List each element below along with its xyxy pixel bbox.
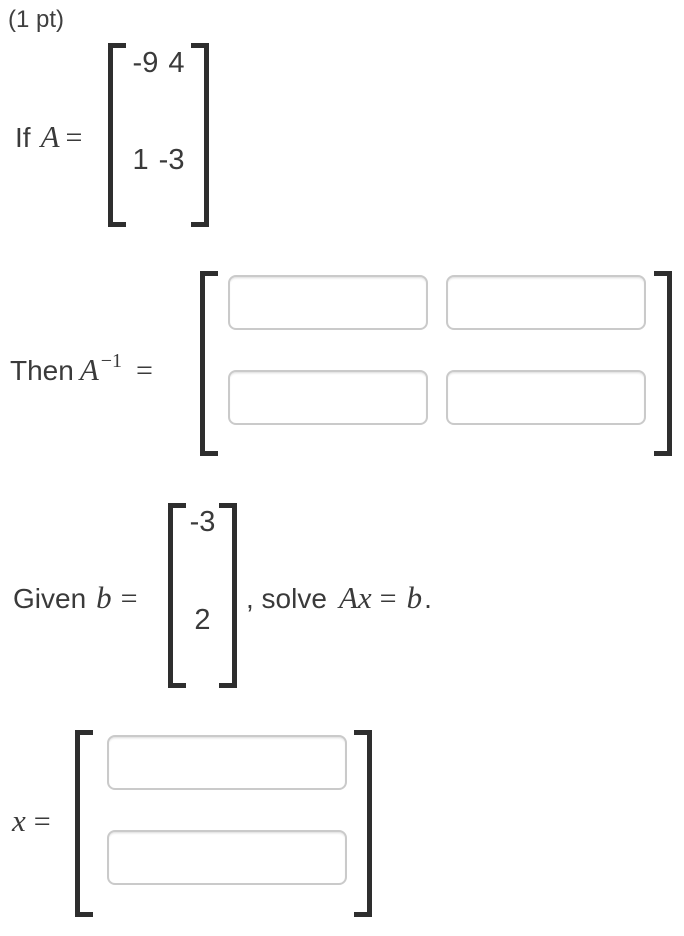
left-bracket-icon bbox=[108, 43, 126, 227]
given-b-line: Given b = bbox=[13, 580, 138, 616]
matrix-a-row-2: 1 -3 bbox=[126, 146, 191, 175]
if-a-line: If A = bbox=[15, 119, 82, 155]
vector-b-matrix: -3 2 bbox=[168, 503, 237, 688]
matrix-a-cell-r2c1: 1 bbox=[132, 144, 149, 176]
inverse-input-r1c1[interactable] bbox=[228, 275, 428, 330]
right-bracket-icon bbox=[191, 43, 209, 227]
matrix-a-symbol: A bbox=[40, 119, 60, 154]
right-bracket-icon bbox=[654, 271, 672, 456]
inverse-exponent: −1 bbox=[100, 350, 123, 372]
inverse-answer-matrix bbox=[200, 271, 672, 456]
period: . bbox=[424, 583, 432, 614]
left-bracket-icon bbox=[168, 503, 186, 688]
matrix-a: -9 4 1 -3 bbox=[108, 43, 209, 227]
inverse-input-r1c2[interactable] bbox=[446, 275, 646, 330]
vector-b-cell-1: -3 bbox=[189, 506, 216, 538]
matrix-a-cell-r2c2: -3 bbox=[158, 144, 185, 176]
equals-sign: = bbox=[136, 354, 153, 387]
inverse-input-r2c1[interactable] bbox=[228, 370, 428, 425]
then-label: Then bbox=[10, 355, 74, 386]
equals-sign: = bbox=[33, 805, 51, 838]
solve-equation-line: , solve Ax = b . bbox=[246, 580, 432, 616]
x-equals-line: x = bbox=[12, 803, 51, 839]
right-bracket-icon bbox=[354, 730, 372, 917]
equals-sign: = bbox=[65, 121, 83, 154]
solution-input-r2[interactable] bbox=[107, 830, 347, 885]
vector-b-row-2: 2 bbox=[186, 606, 219, 635]
solution-answer-matrix bbox=[75, 730, 372, 917]
matrix-a-cell-r1c2: 4 bbox=[168, 47, 185, 79]
ax-expression: Ax bbox=[338, 580, 372, 615]
right-bracket-icon bbox=[219, 503, 237, 688]
given-label: Given bbox=[13, 583, 87, 614]
left-bracket-icon bbox=[200, 271, 218, 456]
b-symbol: b bbox=[406, 580, 423, 615]
equals-sign: = bbox=[379, 582, 397, 615]
solution-input-r1[interactable] bbox=[107, 735, 347, 790]
if-label: If bbox=[15, 122, 31, 153]
inverse-input-r2c2[interactable] bbox=[446, 370, 646, 425]
vector-b-symbol: b bbox=[96, 580, 112, 615]
then-a-inverse-line: Then A −1 = bbox=[10, 350, 153, 388]
vector-b-cell-2: 2 bbox=[194, 604, 211, 636]
x-symbol: x bbox=[12, 803, 26, 838]
vector-b-row-1: -3 bbox=[186, 508, 219, 537]
matrix-a-cell-r1c1: -9 bbox=[132, 47, 159, 79]
comma-solve-label: , solve bbox=[246, 583, 327, 614]
points-label: (1 pt) bbox=[8, 6, 65, 33]
left-bracket-icon bbox=[75, 730, 93, 917]
equals-sign: = bbox=[120, 582, 138, 615]
matrix-a-row-1: -9 4 bbox=[126, 49, 191, 78]
matrix-a-symbol: A bbox=[79, 352, 99, 387]
